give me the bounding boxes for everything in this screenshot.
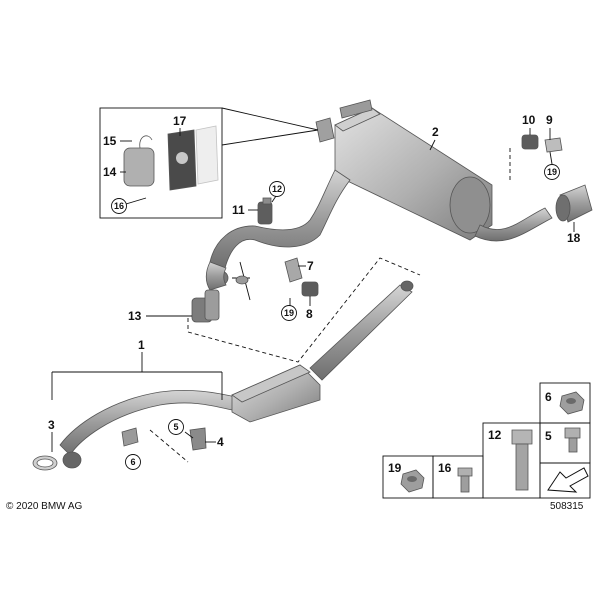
rubber-mount-part-13	[191, 289, 220, 323]
direction-arrow-icon	[547, 467, 589, 493]
circled-callout-16: 16	[111, 198, 127, 214]
callout-10: 10	[522, 113, 536, 127]
legend-label-16: 16	[438, 461, 452, 475]
long-bolt-icon	[511, 429, 533, 491]
tailpipe-trim	[555, 184, 593, 223]
callout-17: 17	[173, 114, 187, 128]
callout-8: 8	[306, 307, 313, 321]
hanger-bushing	[235, 275, 249, 285]
middle-pipe-lower	[205, 261, 227, 291]
lead-16	[125, 197, 147, 205]
clamp-part-3	[32, 455, 58, 471]
hex-nut-icon	[400, 469, 425, 493]
exhaust-flap-actuator	[123, 135, 155, 187]
faded-pipe-background	[195, 125, 219, 185]
front-pipe-outlet	[400, 280, 414, 292]
svg-text:5: 5	[173, 422, 178, 432]
legend-label-12: 12	[488, 428, 502, 442]
circled-callout-19-rear: 19	[544, 164, 560, 180]
callout-14: 14	[103, 165, 117, 179]
circled-callout-5: 5	[168, 419, 184, 435]
circled-callout-6: 6	[125, 454, 141, 470]
lead-12	[271, 195, 277, 203]
holder-part-4	[189, 427, 207, 451]
lead-1	[51, 352, 223, 400]
front-pipe-rear-section	[309, 284, 413, 381]
callout-18: 18	[567, 231, 581, 245]
assembly-dashed-outline	[187, 257, 421, 363]
front-dashed-outline	[149, 429, 189, 463]
catalytic-converter	[231, 364, 321, 423]
callout-7: 7	[307, 259, 314, 273]
muffler-inlet-clamp	[315, 117, 335, 143]
flange-bolt-icon	[457, 467, 473, 493]
svg-text:16: 16	[114, 201, 124, 211]
callout-15: 15	[103, 134, 117, 148]
circled-callout-12: 12	[269, 181, 285, 197]
svg-text:6: 6	[130, 457, 135, 467]
detail-inset-connector	[221, 107, 319, 146]
rear-muffler	[334, 99, 493, 241]
muffler-outlet-pipe	[474, 207, 553, 242]
callout-13: 13	[128, 309, 142, 323]
lead-19a	[549, 151, 553, 165]
copyright-notice: © 2020 BMW AG	[6, 501, 83, 512]
bracket-part-7	[284, 257, 303, 283]
lead-2	[429, 139, 436, 151]
callout-11: 11	[232, 203, 245, 217]
hardware-legend: 6 5 12 19 16	[382, 382, 591, 499]
callout-1: 1	[138, 338, 145, 352]
callout-3: 3	[48, 418, 55, 432]
front-pipe	[59, 389, 241, 456]
svg-text:12: 12	[272, 184, 282, 194]
svg-text:19: 19	[284, 308, 294, 318]
legend-label-19: 19	[388, 461, 402, 475]
svg-text:19: 19	[547, 167, 557, 177]
bracket-on-pipe	[121, 427, 139, 447]
detail-inset-frame	[99, 107, 223, 219]
callout-4: 4	[217, 435, 224, 449]
diagram-number: 508315	[550, 501, 584, 512]
lead-5	[184, 431, 194, 439]
clip-part-9	[544, 137, 563, 153]
front-pipe-inlet	[62, 451, 82, 469]
legend-label-6: 6	[545, 390, 552, 404]
legend-label-5: 5	[545, 429, 552, 443]
hex-bolt-icon	[564, 427, 581, 453]
circled-callout-19-middle: 19	[281, 305, 297, 321]
flange-nut-icon	[559, 391, 585, 415]
actuator-bracket	[167, 129, 197, 191]
rubber-mount-part-11	[257, 197, 273, 225]
callout-9: 9	[546, 113, 553, 127]
rubber-part-10	[521, 134, 539, 150]
callout-2: 2	[432, 125, 439, 139]
rubber-part-8	[301, 281, 319, 297]
